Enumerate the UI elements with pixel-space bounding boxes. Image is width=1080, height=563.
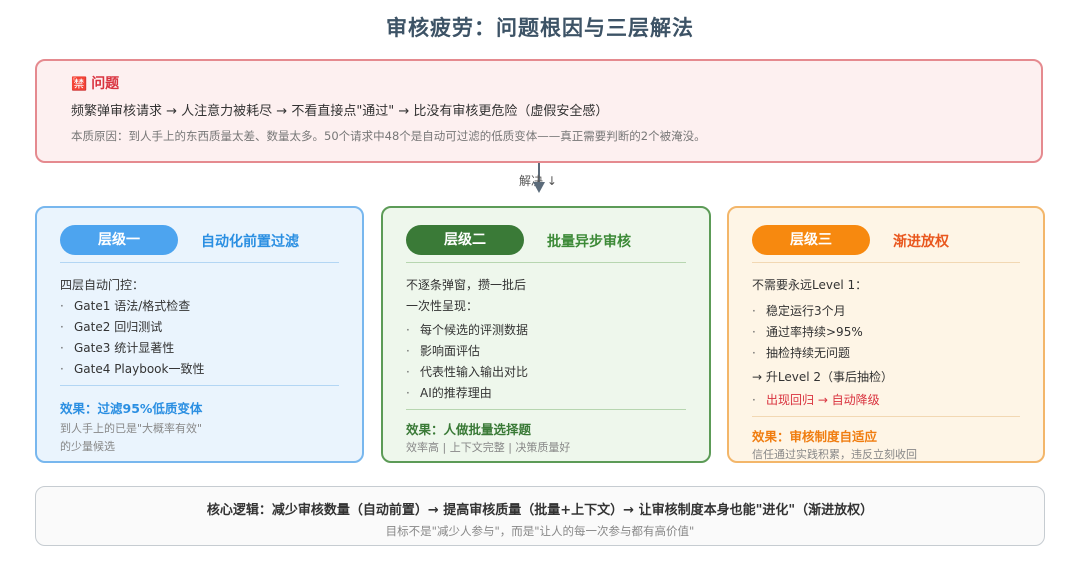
layer-three-intro: 不需要永远Level 1： — [752, 278, 868, 292]
layer-two-intro-1: 不逐条弹窗，攒一批后 — [406, 278, 527, 292]
divider — [60, 262, 339, 263]
problem-heading-label: 问题 — [91, 76, 120, 92]
list-item: ·抽检持续无问题 — [752, 346, 851, 360]
page-title: 审核疲劳：问题根因与三层解法 — [386, 16, 694, 40]
list-item: ·稳定运行3个月 — [752, 304, 846, 318]
layer-three-upgrade: → 升Level 2（事后抽检） — [752, 370, 893, 384]
layer-three-title: 渐进放权 — [893, 234, 949, 250]
layer-one-title: 自动化前置过滤 — [201, 234, 299, 250]
core-logic-box: 核心逻辑：减少审核数量（自动前置）→ 提高审核质量（批量+上下文）→ 让审核制度… — [35, 486, 1045, 546]
layer-two-title: 批量异步审核 — [547, 234, 631, 250]
core-goal: 目标不是"减少人参与"，而是"让人的每一次参与都有高价值" — [385, 524, 695, 538]
problem-box: 🈲问题 频繁弹审核请求 → 人注意力被耗尽 → 不看直接点"通过" → 比没有审… — [35, 59, 1043, 163]
divider — [406, 409, 686, 410]
list-item: ·代表性输入输出对比 — [406, 365, 529, 379]
layer-one-pill: 层级一 — [60, 225, 178, 255]
layer-one-intro: 四层自动门控： — [60, 278, 145, 292]
problem-chain: 频繁弹审核请求 → 人注意力被耗尽 → 不看直接点"通过" → 比没有审核更危险… — [71, 104, 609, 119]
layer-two-note: 效率高 | 上下文完整 | 决策质量好 — [406, 441, 571, 454]
list-item: ·Gate2 回归测试 — [60, 320, 163, 334]
layer-one-note-1: 到人手上的已是"大概率有效" — [60, 422, 203, 435]
divider — [60, 385, 339, 386]
layer-two-effect: 效果：人做批量选择题 — [406, 422, 532, 437]
layer-two-pill: 层级二 — [406, 225, 524, 255]
list-item: ·每个候选的评测数据 — [406, 323, 529, 337]
layer-three-downgrade: ·出现回归 → 自动降级 — [752, 393, 880, 407]
warning-icon: 🈲 — [71, 77, 88, 92]
divider — [406, 262, 686, 263]
problem-heading: 🈲问题 — [71, 73, 119, 93]
core-logic: 核心逻辑：减少审核数量（自动前置）→ 提高审核质量（批量+上下文）→ 让审核制度… — [206, 503, 874, 518]
list-item: ·通过率持续>95% — [752, 325, 863, 339]
divider — [752, 262, 1020, 263]
layer-one-card: 层级一 自动化前置过滤 四层自动门控： ·Gate1 语法/格式检查 ·Gate… — [35, 206, 364, 463]
list-item: ·Gate1 语法/格式检查 — [60, 299, 191, 313]
list-item: ·Gate4 Playbook一致性 — [60, 362, 205, 376]
layer-two-intro-2: 一次性呈现： — [406, 299, 479, 313]
divider — [752, 416, 1020, 417]
layer-one-effect: 效果：过滤95%低质变体 — [60, 401, 203, 416]
down-arrow-stem — [538, 163, 540, 185]
layer-three-note: 信任通过实践积累，违反立刻收回 — [752, 448, 917, 461]
down-arrow-icon — [533, 182, 545, 193]
layer-one-note-2: 的少量候选 — [60, 440, 115, 453]
list-item: ·Gate3 统计显著性 — [60, 341, 175, 355]
layer-two-card: 层级二 批量异步审核 不逐条弹窗，攒一批后 一次性呈现： ·每个候选的评测数据 … — [381, 206, 711, 463]
layer-three-pill: 层级三 — [752, 225, 870, 255]
list-item: ·影响面评估 — [406, 344, 481, 358]
list-item: ·AI的推荐理由 — [406, 386, 492, 400]
layer-three-effect: 效果：审核制度自适应 — [752, 429, 878, 444]
layer-three-card: 层级三 渐进放权 不需要永远Level 1： ·稳定运行3个月 ·通过率持续>9… — [727, 206, 1045, 463]
arrow-label: 解决 ↓ — [519, 174, 557, 188]
problem-root-cause: 本质原因：到人手上的东西质量太差、数量太多。50个请求中48个是自动可过滤的低质… — [71, 129, 706, 143]
